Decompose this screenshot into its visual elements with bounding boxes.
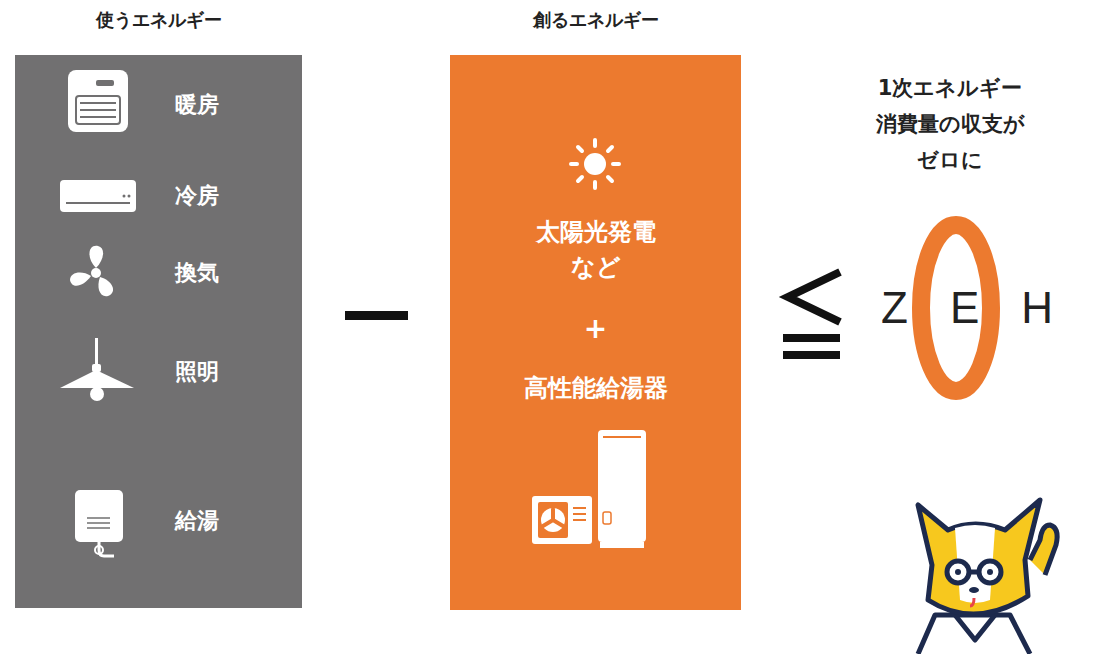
- use-row: 照明: [15, 311, 302, 433]
- zero-ring: [921, 225, 991, 391]
- mascot: [918, 500, 1057, 654]
- heater-icon: [68, 70, 128, 132]
- aircon-icon: [60, 180, 136, 212]
- sun-icon: [571, 140, 619, 188]
- column-heading: 使うエネルギー: [15, 8, 302, 31]
- use-label: 給湯: [175, 507, 219, 536]
- minus-symbol: [345, 311, 408, 320]
- use-row: 冷房: [15, 157, 302, 235]
- energy-use-column: 使うエネルギー暖房冷房換気照明給湯: [15, 55, 302, 608]
- logo-text: ZEH: [881, 282, 1098, 335]
- plus-sign: +: [566, 311, 626, 347]
- column-heading: 創るエネルギー: [450, 8, 741, 31]
- note-text: 1次エネルギー 消費量の収支が ゼロに: [860, 70, 1040, 178]
- heat-pump-icon: [532, 430, 646, 548]
- lamp-icon: [60, 338, 134, 401]
- fan-icon: [70, 246, 113, 296]
- use-label: 換気: [175, 259, 219, 288]
- less-equal-symbol: [783, 272, 840, 355]
- use-row: 暖房: [15, 55, 302, 155]
- use-label: 冷房: [175, 182, 219, 211]
- source-text: 太陽光発電 など: [516, 215, 676, 285]
- water-heater-icon: [75, 490, 123, 556]
- use-label: 暖房: [175, 91, 219, 120]
- use-row: 給湯: [15, 435, 302, 608]
- use-row: 換気: [15, 237, 302, 309]
- use-label: 照明: [175, 358, 219, 387]
- source-text: 高性能給湯器: [466, 373, 726, 404]
